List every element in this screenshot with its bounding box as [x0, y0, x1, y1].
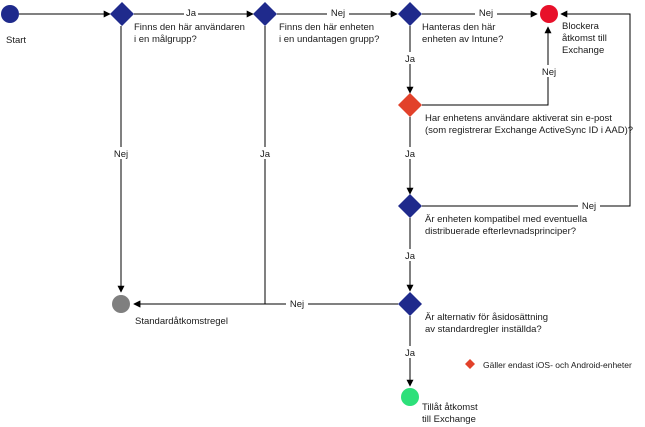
- decision-managed-by-intune-label: Hanteras den här enheten av Intune?: [422, 22, 503, 45]
- edge-d2-to-default: [133, 26, 266, 308]
- start-node: [1, 5, 19, 23]
- decision-managed-by-intune: [398, 2, 422, 26]
- edge-label-d1-default: Nej: [114, 149, 128, 160]
- nodes: Start Finns den här användaren i en målg…: [1, 2, 633, 425]
- edge-label-d1-d2: Ja: [186, 8, 197, 19]
- legend-label: Gäller endast iOS- och Android-enheter: [483, 360, 632, 370]
- decision-excluded-group-label: Finns den här enheten i en undantagen gr…: [279, 22, 379, 45]
- edge-label-d6-default: Nej: [290, 299, 304, 310]
- block-access-node: [540, 5, 558, 23]
- decision-excluded-group: [253, 2, 277, 26]
- allow-access-node: [401, 388, 419, 406]
- edge-label-d3-block: Nej: [479, 8, 493, 19]
- edge-label-d2-d3: Nej: [331, 8, 345, 19]
- legend-ios-android-icon: [465, 359, 475, 369]
- allow-access-label: Tillåt åtkomst till Exchange: [422, 402, 480, 425]
- decision-compliant: [398, 194, 422, 218]
- decision-email-activated: [398, 93, 422, 117]
- edge-labels: Ja Nej Nej Nej Ja Ja Nej Ja Nej Ja Nej J…: [110, 6, 600, 359]
- edge-label-d6-allow: Ja: [405, 348, 416, 359]
- default-rule-label: Standardåtkomstregel: [135, 316, 228, 327]
- edge-d4-to-block: [422, 26, 552, 106]
- edge-label-d5-d6: Ja: [405, 251, 416, 262]
- block-access-label: Blockera åtkomst till Exchange: [562, 21, 610, 56]
- decision-compliant-label: Är enheten kompatibel med eventuella dis…: [425, 214, 590, 237]
- edge-d5-to-block: [422, 10, 631, 207]
- edge-label-d4-block: Nej: [542, 67, 556, 78]
- decision-target-group-label: Finns den här användaren i en målgrupp?: [134, 22, 248, 45]
- decision-email-activated-label: Har enhetens användare aktiverat sin e-p…: [425, 113, 633, 136]
- start-label: Start: [6, 35, 26, 46]
- decision-override-rules-label: Är alternativ för åsidosättning av stand…: [425, 312, 551, 335]
- edge-label-d3-d4: Ja: [405, 54, 416, 65]
- edge-label-d4-d5: Ja: [405, 149, 416, 160]
- edge-label-d2-default: Ja: [260, 149, 271, 160]
- legend: Gäller endast iOS- och Android-enheter: [465, 359, 632, 370]
- default-rule-node: [112, 295, 130, 313]
- decision-target-group: [110, 2, 134, 26]
- edge-label-d5-block: Nej: [582, 201, 596, 212]
- decision-override-rules: [398, 292, 422, 316]
